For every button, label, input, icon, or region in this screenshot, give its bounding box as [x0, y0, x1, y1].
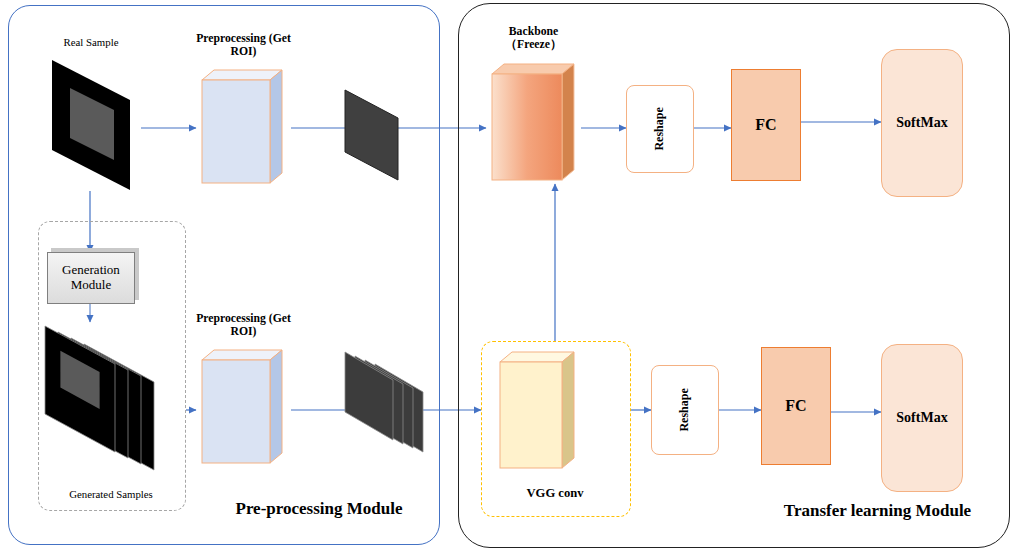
connector-arrow — [719, 409, 761, 410]
node-label: Generated Samples — [39, 488, 183, 500]
backbone-block — [492, 64, 574, 180]
module-title: Pre-processing Module — [209, 499, 429, 519]
connector-arrow — [831, 411, 881, 412]
fc-layer: FC — [731, 69, 801, 181]
module-title: Transfer learning Module — [755, 501, 1000, 521]
node-label: VGG conv — [482, 486, 628, 500]
connector-arrow — [554, 184, 555, 341]
node-label: Backbone（Freeze） — [486, 25, 581, 52]
vgg-conv-block — [500, 352, 574, 468]
node-label: Reshape — [653, 107, 667, 150]
connector-arrow — [694, 127, 731, 128]
generated-samples-stack — [45, 326, 154, 470]
preprocessing-block — [202, 70, 282, 183]
node-label: Generation Module — [52, 263, 130, 293]
node-label: Real Sample — [41, 36, 141, 48]
node-label: Reshape — [678, 388, 692, 431]
vgg-conv-group: VGG conv — [481, 341, 631, 517]
generated-group: Generated Samples Generation Module — [38, 221, 186, 511]
preprocessing-box: Preprocessing (Get ROI) — [196, 32, 291, 186]
arrow-line — [90, 303, 91, 322]
node-label: SoftMax — [886, 410, 958, 426]
node-label: Preprocessing (Get ROI) — [196, 32, 291, 59]
preprocessing-box: Preprocessing (Get ROI) — [196, 312, 291, 466]
reshape-box: Reshape — [651, 365, 719, 455]
connector-arrow — [581, 127, 626, 128]
softmax-box: SoftMax — [881, 49, 963, 197]
node-label: FC — [766, 397, 826, 415]
node-label: SoftMax — [886, 115, 958, 131]
reshape-box: Reshape — [626, 85, 694, 173]
roi-image-stack — [345, 352, 423, 452]
preprocessing-block — [202, 350, 282, 463]
connector-arrow — [186, 409, 196, 410]
module-panel: Transfer learning Module Backbone（Freeze）… — [458, 3, 1010, 548]
generation-box: Generation Module — [47, 252, 135, 304]
roi-image — [345, 90, 398, 180]
fc-layer: FC — [761, 347, 831, 465]
real-sample-image — [52, 60, 130, 190]
connector-arrow — [801, 121, 881, 122]
sample-image: Real Sample — [41, 36, 141, 191]
module-panel: Pre-processing ModuleReal SamplePreproce… — [8, 5, 440, 545]
connector-arrow — [631, 409, 651, 410]
connector-arrow — [141, 127, 196, 128]
softmax-box: SoftMax — [881, 344, 963, 492]
backbone-box: Backbone（Freeze） — [486, 25, 581, 184]
node-label: FC — [736, 116, 796, 134]
node-label: Preprocessing (Get ROI) — [196, 312, 291, 339]
